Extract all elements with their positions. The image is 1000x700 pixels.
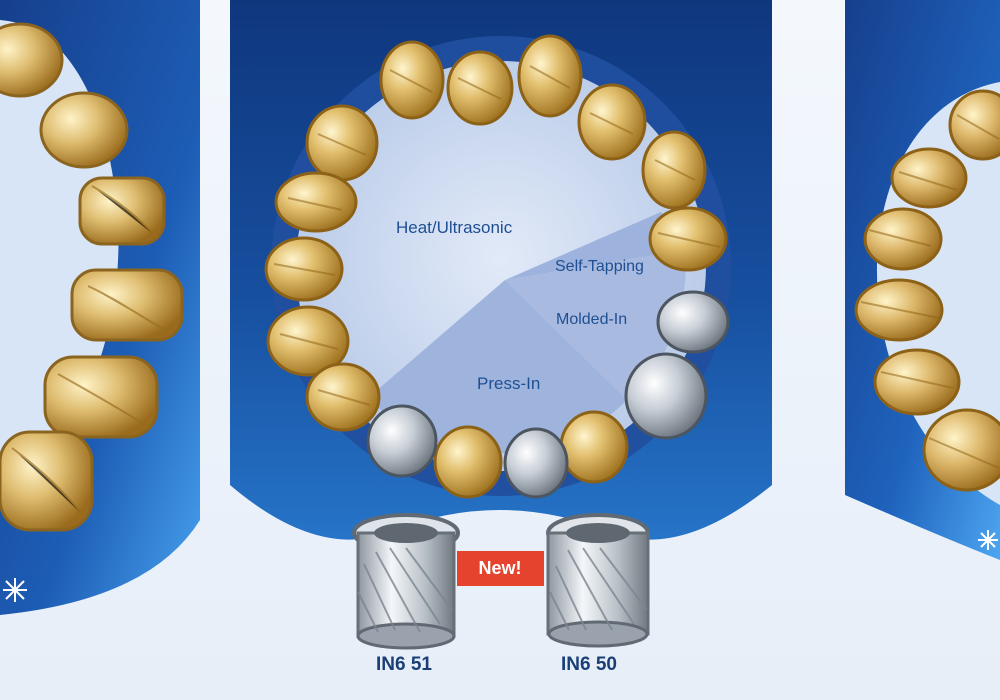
left-panel-graphic — [0, 0, 200, 615]
main-panel: Heat/Ultrasonic Self-Tapping Molded-In P… — [230, 0, 772, 700]
product-label-right: IN6 50 — [561, 654, 617, 675]
press-in-label: Press-In — [477, 374, 540, 393]
left-panel — [0, 0, 200, 700]
main-insert-diagram: Heat/Ultrasonic Self-Tapping Molded-In P… — [230, 0, 772, 675]
steel-insert-icon — [366, 290, 730, 499]
molded-in-label: Molded-In — [556, 311, 627, 328]
product-label-left: IN6 51 — [376, 654, 432, 675]
self-tapping-label: Self-Tapping — [555, 258, 644, 275]
new-badge: New! — [457, 551, 544, 586]
large-steel-insert-left — [352, 513, 460, 650]
right-panel — [845, 0, 1000, 700]
large-steel-insert-right — [546, 513, 650, 648]
brass-insert-icon — [0, 22, 184, 532]
heat-ultrasonic-label: Heat/Ultrasonic — [396, 218, 513, 237]
brass-insert-icon — [854, 89, 1000, 492]
right-panel-graphic — [845, 0, 1000, 560]
snowflake-icon — [3, 578, 27, 602]
snowflake-icon — [978, 530, 998, 550]
brass-insert-icon — [264, 34, 728, 499]
new-badge-label: New! — [478, 558, 521, 578]
